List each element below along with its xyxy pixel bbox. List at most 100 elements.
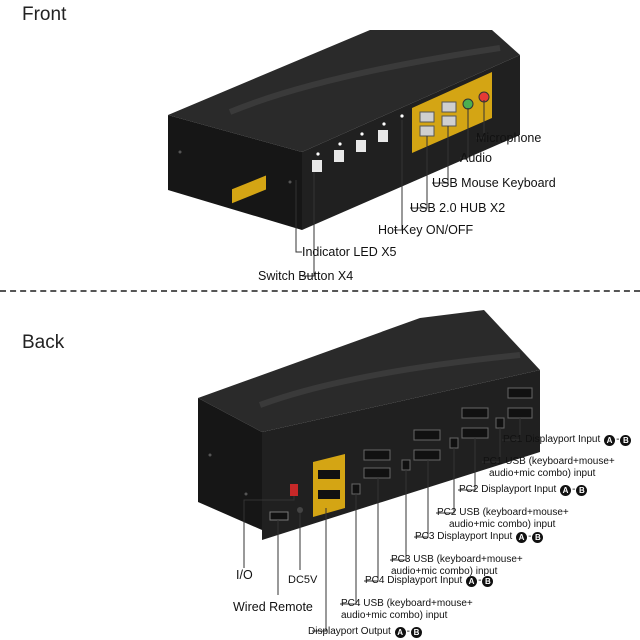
label-wired-remote: Wired Remote	[233, 600, 313, 614]
leader-io	[243, 496, 295, 568]
leader-dp-output	[312, 508, 327, 632]
label-pc4-usb: PC4 USB (keyboard+mouse+ audio+mic combo…	[341, 598, 473, 622]
pc4-dp-b	[363, 467, 391, 479]
badge-a-icon: A	[560, 485, 572, 496]
label-switch-button: Switch Button X4	[258, 269, 354, 283]
leader-pc3-usb	[390, 470, 407, 561]
back-device-top	[198, 310, 540, 432]
label-pc3-dp: PC3 Displayport Input A-B	[415, 531, 544, 543]
leader-pc2-dp	[458, 438, 476, 491]
label-pc1-usb-line2: audio+mic combo) input	[489, 468, 596, 479]
label-pc1-usb: PC1 USB (keyboard+mouse+ audio+mic combo…	[483, 456, 615, 480]
indicator-led-2	[338, 142, 342, 146]
label-pc1-dp-text: PC1 Displayport Input	[503, 434, 601, 445]
badge-b-icon: B	[532, 532, 544, 543]
badge-sep: -	[572, 484, 576, 495]
leader-pc4-dp	[364, 478, 379, 582]
pc2-usb	[449, 437, 459, 449]
badge-a-icon: A	[604, 435, 616, 446]
back-device-left-side	[198, 398, 262, 530]
label-pc2-usb-line2: audio+mic combo) input	[449, 519, 556, 530]
label-dp-output-text: Displayport Output	[308, 626, 391, 637]
usb-port-2	[419, 125, 435, 137]
badge-a-icon: A	[394, 627, 406, 638]
output-dp-b	[318, 490, 340, 499]
front-device-left-side	[168, 115, 302, 230]
indicator-led-4	[382, 122, 386, 126]
label-hot-key: Hot Key ON/OFF	[378, 223, 474, 237]
usb-port-4	[441, 115, 457, 127]
front-device-top-curve	[228, 45, 501, 115]
label-pc4-usb-line1: PC4 USB (keyboard+mouse+	[341, 598, 473, 609]
leader-pc4-usb	[340, 494, 357, 605]
label-pc3-usb: PC3 USB (keyboard+mouse+ audio+mic combo…	[391, 554, 523, 578]
pc3-dp-a	[413, 429, 441, 441]
leader-audio	[460, 108, 469, 159]
badge-sep: -	[406, 626, 410, 637]
switch-button-4	[378, 130, 388, 142]
pc2-dp-a	[461, 407, 489, 419]
label-pc3-dp-text: PC3 Displayport Input	[415, 531, 513, 542]
leader-pc2-usb	[436, 448, 455, 514]
front-screw-1	[178, 150, 182, 154]
label-pc3-usb-line1: PC3 USB (keyboard+mouse+	[391, 554, 523, 565]
label-indicator-led: Indicator LED X5	[302, 245, 397, 259]
label-dp-output: Displayport Output A-B	[308, 626, 423, 638]
leader-hot-key	[394, 120, 403, 231]
label-pc2-usb: PC2 USB (keyboard+mouse+ audio+mic combo…	[437, 507, 569, 531]
io-switch	[290, 484, 298, 496]
back-heading: Back	[22, 332, 65, 353]
leader-pc1-dp	[502, 418, 521, 441]
back-screw-2	[244, 492, 248, 496]
section-divider	[0, 290, 640, 292]
audio-jack	[462, 98, 474, 110]
leader-pc3-dp	[414, 460, 429, 538]
indicator-led-5	[400, 114, 404, 118]
label-io: I/O	[236, 568, 253, 582]
leader-usb-mouse-keyboard	[432, 126, 449, 184]
leader-microphone	[476, 100, 485, 139]
leader-switch-button	[302, 172, 315, 277]
switch-button-1	[312, 160, 322, 172]
back-screw-1	[208, 453, 212, 457]
label-dc5v: DC5V	[288, 574, 318, 586]
label-usb-hub: USB 2.0 HUB X2	[410, 201, 506, 215]
label-pc2-dp-text: PC2 Displayport Input	[459, 484, 557, 495]
back-gold-panel	[313, 454, 345, 517]
wired-remote-port	[269, 511, 289, 521]
front-heading: Front	[22, 4, 67, 25]
pc3-usb	[401, 459, 411, 471]
output-dp-a	[318, 470, 340, 479]
back-kvm-device	[198, 310, 540, 540]
label-pc4-dp-text: PC4 Displayport Input	[365, 575, 463, 586]
dc5v-port	[297, 507, 303, 513]
badge-sep: -	[528, 531, 532, 542]
pc1-usb	[495, 417, 505, 429]
pc4-usb	[351, 483, 361, 495]
label-audio: Audio	[460, 151, 492, 165]
back-device-top-curve	[258, 352, 521, 408]
pc2-dp-b	[461, 427, 489, 439]
pc1-dp-b	[507, 407, 533, 419]
front-leader-lines	[295, 100, 485, 277]
front-screw-2	[288, 180, 292, 184]
leader-usb-hub	[410, 136, 428, 209]
label-pc1-usb-line1: PC1 USB (keyboard+mouse+	[483, 456, 615, 467]
badge-b-icon: B	[482, 576, 494, 587]
label-pc3-usb-line2: audio+mic combo) input	[391, 566, 498, 577]
badge-a-icon: A	[466, 576, 478, 587]
switch-button-3	[356, 140, 366, 152]
badge-b-icon: B	[410, 627, 422, 638]
pc4-dp-a	[363, 449, 391, 461]
label-microphone: Microphone	[476, 131, 542, 145]
indicator-led-1	[316, 152, 320, 156]
badge-sep: -	[478, 575, 482, 586]
badge-sep: -	[616, 434, 620, 445]
back-leader-lines	[243, 418, 521, 632]
badge-a-icon: A	[516, 532, 528, 543]
front-brand-mark	[232, 175, 266, 204]
label-pc4-usb-line2: audio+mic combo) input	[341, 610, 448, 621]
badge-b-icon: B	[576, 485, 588, 496]
front-kvm-device	[168, 30, 520, 230]
